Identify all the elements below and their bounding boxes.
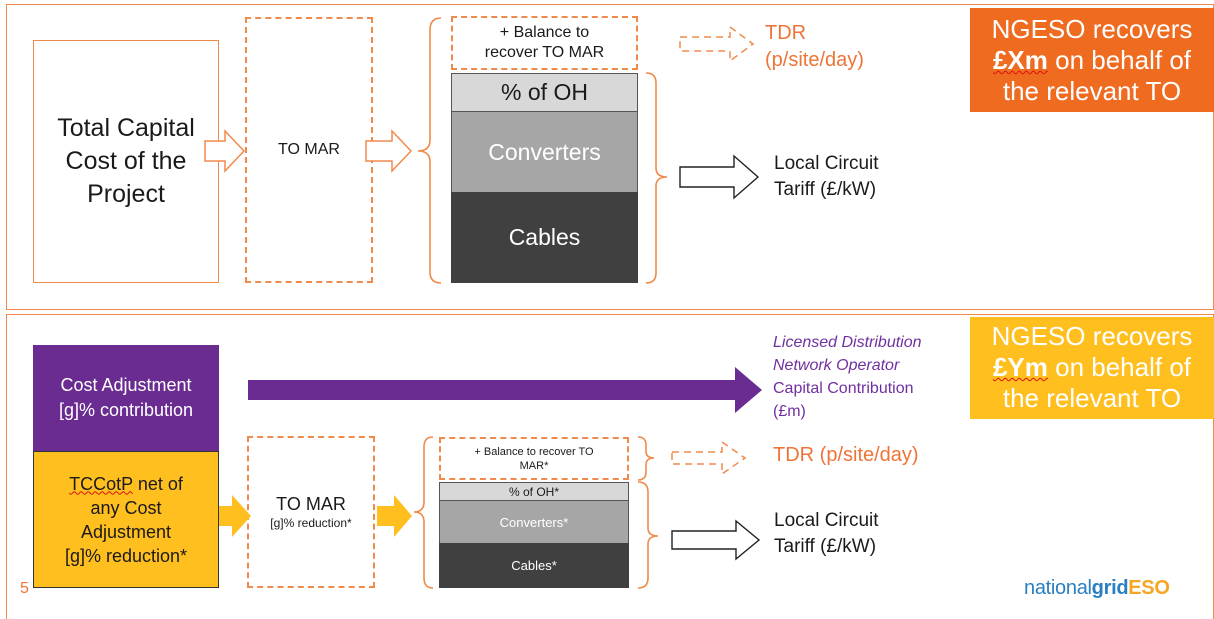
arrow-bottom-balance-to-tdr (671, 440, 747, 476)
bottom-ngeso-line3: the relevant TO (1002, 383, 1182, 413)
oh-label: % of OH (501, 79, 588, 105)
converters-label: Converters (488, 138, 601, 165)
bottom-ngeso-amount: £Ym (992, 352, 1048, 382)
top-ngeso-line2-rest: on behalf of (1047, 45, 1192, 75)
converters-block: Converters (451, 112, 638, 192)
cables-label: Cables (508, 224, 581, 250)
logo-eso: ESO (1128, 577, 1170, 599)
logo-grid: grid (1091, 577, 1129, 599)
tccotp-line4: [g]% reduction* (64, 545, 188, 566)
tccotp-box: TCCotP net of any Cost Adjustment [g]% r… (33, 451, 219, 588)
top-tdr-label: TDR (p/site/day) (765, 20, 864, 74)
top-ngeso-recovers-box: NGESO recovers £Xm on behalf of the rele… (970, 8, 1214, 112)
cost-adjustment-line1: Cost Adjustment (60, 375, 192, 395)
bottom-to-mar-sub: [g]% reduction* (270, 516, 352, 530)
arrow-cost-adjustment-to-ldno (248, 367, 762, 413)
oh-block: % of OH (451, 73, 638, 112)
cables-block: Cables (451, 192, 638, 283)
bottom-balance-box: + Balance to recover TO MAR* (439, 437, 629, 480)
top-ngeso-line2: £Xm on behalf of (970, 45, 1214, 76)
balance-box: + Balance to recover TO MAR (451, 16, 638, 70)
tccotp-rest: net of (132, 473, 183, 494)
total-capital-cost-line1: Total Capital (57, 114, 195, 142)
top-ngeso-line3: the relevant TO (1002, 76, 1182, 106)
bottom-tdr-label: TDR (p/site/day) (773, 444, 919, 466)
arrow-bottom-to-mar-to-stack (377, 495, 412, 537)
top-right-brace (645, 72, 668, 284)
bottom-ngeso-line2-rest: on behalf of (1047, 352, 1192, 382)
ldno-capital-contribution-label: Licensed Distribution Network Operator C… (773, 331, 922, 423)
tccotp-line2: any Cost (90, 497, 162, 518)
bottom-cables-block: Cables* (439, 543, 629, 588)
cost-adjustment-box: Cost Adjustment [g]% contribution (33, 345, 219, 451)
tccotp-line1: TCCotP net of (69, 472, 183, 496)
bottom-local-circuit-label: Local Circuit Tariff (£/kW) (774, 508, 879, 560)
tccotp-line3: Adjustment (80, 521, 172, 542)
ldno-line1: Licensed Distribution (773, 334, 922, 351)
bottom-local-circuit-line1: Local Circuit (774, 510, 879, 531)
bottom-balance-brace (637, 436, 655, 481)
ldno-line4: (£m) (773, 403, 806, 420)
bottom-ngeso-line1: NGESO recovers (991, 321, 1193, 351)
ldno-line3: Capital Contribution (773, 380, 914, 397)
top-ngeso-amount: £Xm (992, 45, 1048, 75)
top-tdr-line2: (p/site/day) (765, 49, 864, 71)
total-capital-cost-line2: Cost of the (65, 147, 187, 175)
arrow-cost-to-mar (204, 129, 246, 173)
national-grid-eso-logo: nationalgridESO (1024, 577, 1170, 600)
bottom-oh-block: % of OH* (439, 482, 629, 501)
bottom-ngeso-recovers-box: NGESO recovers £Ym on behalf of the rele… (970, 317, 1214, 419)
cost-adjustment-line2: [g]% contribution (58, 400, 194, 420)
bottom-left-brace (413, 436, 434, 589)
top-left-brace (417, 17, 442, 284)
total-capital-cost-line3: Project (87, 180, 165, 208)
arrow-balance-to-tdr (679, 25, 755, 63)
arrow-to-mar-to-stack (365, 129, 413, 173)
bottom-local-circuit-line2: Tariff (£/kW) (774, 536, 877, 557)
logo-prefix: national (1024, 577, 1092, 599)
bottom-converters-label: Converters* (499, 514, 569, 530)
bottom-balance-line2: MAR* (519, 459, 549, 472)
balance-line2: recover TO MAR (484, 44, 605, 61)
ldno-line2: Network Operator (773, 357, 900, 374)
arrow-tccotp-to-to-mar (219, 495, 251, 537)
to-mar-label: TO MAR (278, 141, 340, 158)
bottom-converters-block: Converters* (439, 501, 629, 543)
balance-line1: + Balance to (499, 24, 590, 41)
bottom-to-mar-box: TO MAR [g]% reduction* (247, 436, 375, 588)
arrow-bottom-stack-to-local-circuit (671, 519, 761, 561)
bottom-balance-line1: + Balance to recover TO (474, 445, 594, 458)
top-local-circuit-label: Local Circuit Tariff (£/kW) (774, 151, 879, 203)
bottom-ngeso-line2: £Ym on behalf of (970, 352, 1214, 383)
bottom-to-mar-title: TO MAR (276, 494, 346, 514)
page-number: 5 (20, 580, 29, 597)
top-local-circuit-line1: Local Circuit (774, 153, 879, 174)
top-tdr-line1: TDR (765, 22, 807, 44)
top-local-circuit-line2: Tariff (£/kW) (774, 179, 877, 200)
top-ngeso-line1: NGESO recovers (991, 14, 1193, 44)
bottom-oh-label: % of OH* (508, 484, 559, 499)
bottom-stack-brace (637, 481, 659, 589)
bottom-cables-label: Cables* (511, 558, 557, 573)
tccotp-word: TCCotP (69, 473, 133, 494)
arrow-stack-to-local-circuit (679, 154, 760, 200)
total-capital-cost-box: Total Capital Cost of the Project (33, 40, 219, 283)
